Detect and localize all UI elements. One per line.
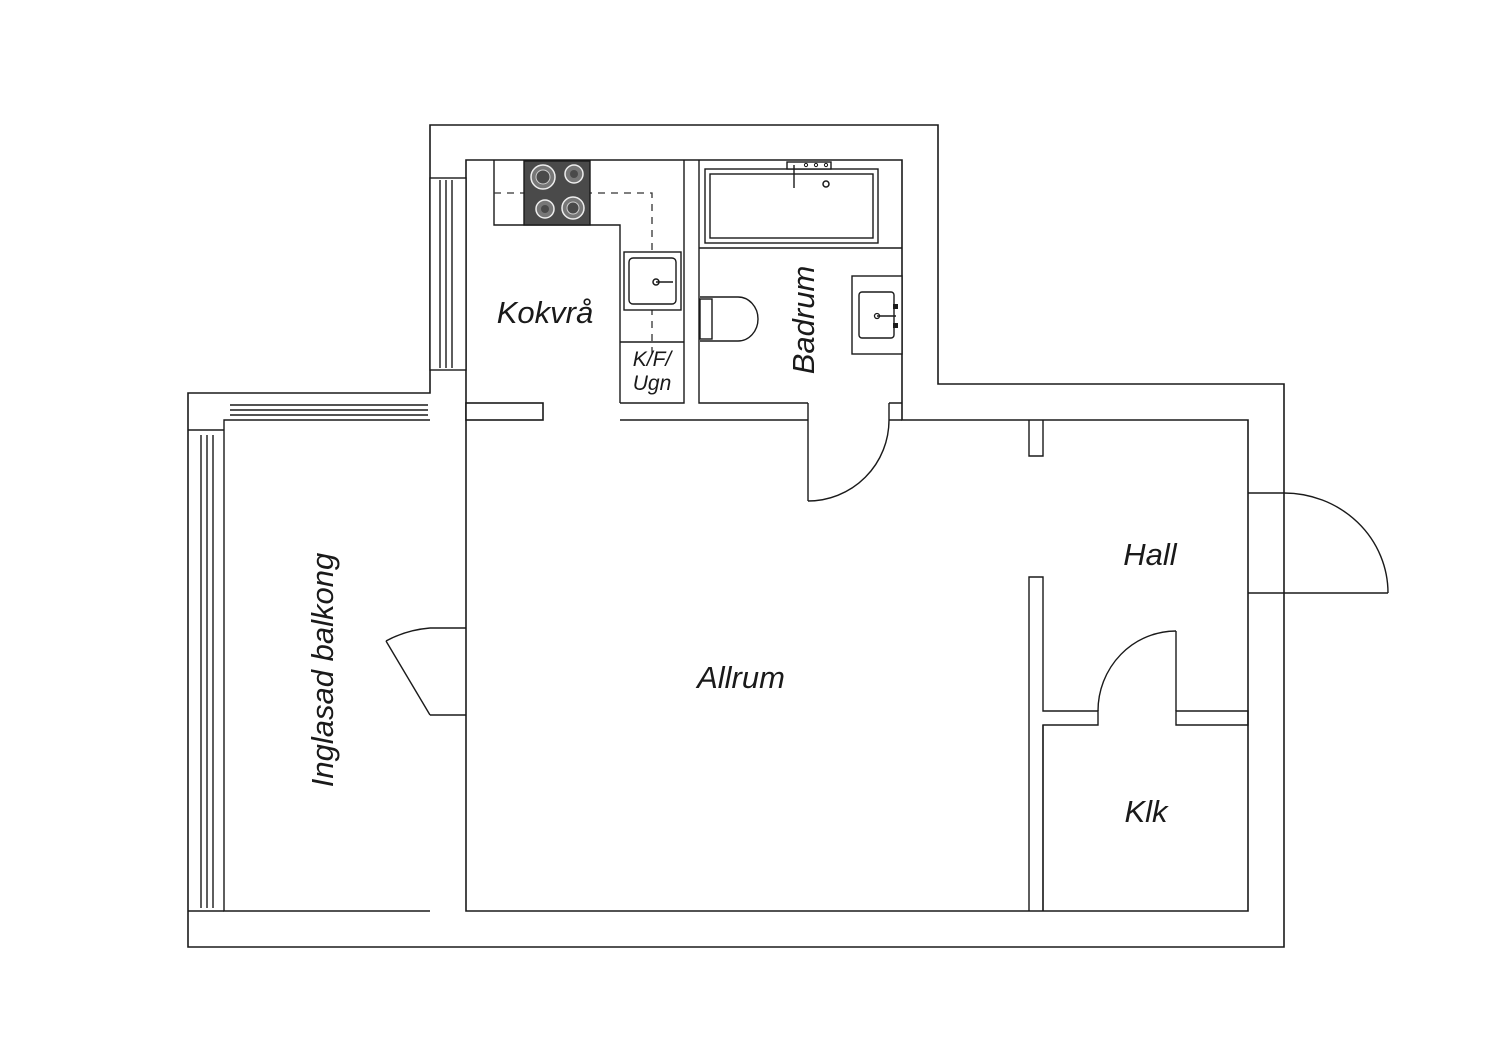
bathtub-icon — [704, 161, 879, 244]
closet-door — [1097, 630, 1177, 712]
room-label-balcony: Inglasad balkong — [305, 553, 340, 787]
stove-icon — [523, 160, 591, 226]
kitchen-window — [429, 177, 467, 371]
closet-partition — [1175, 710, 1249, 726]
bathroom-door — [807, 403, 890, 502]
bathroom-walls — [698, 160, 902, 404]
appliance-label-line1: K/F/ — [633, 348, 674, 371]
toilet-icon — [699, 296, 759, 342]
entrance-door — [1248, 492, 1389, 594]
hall-partition-upper — [1028, 420, 1044, 457]
room-label-bathroom: Badrum — [786, 266, 821, 375]
room-label-kitchen: Kokvrå — [497, 295, 593, 330]
room-label-hall: Hall — [1123, 537, 1178, 572]
room-label-living-room: Allrum — [695, 660, 785, 695]
kitchen-wall-stub — [465, 402, 544, 421]
kitchen-sink-icon — [623, 251, 682, 311]
balcony-side-window — [188, 435, 224, 912]
balcony-inner-outline — [223, 419, 430, 912]
kitchen-lower-wall — [620, 160, 902, 421]
appliance-label-line2: Ugn — [633, 372, 672, 395]
room-label-closet: Klk — [1124, 794, 1169, 829]
balcony-door — [385, 627, 466, 716]
hall-partition-lower — [1028, 576, 1099, 911]
balcony-top-window — [188, 404, 428, 431]
bathroom-sink-icon — [851, 275, 903, 355]
